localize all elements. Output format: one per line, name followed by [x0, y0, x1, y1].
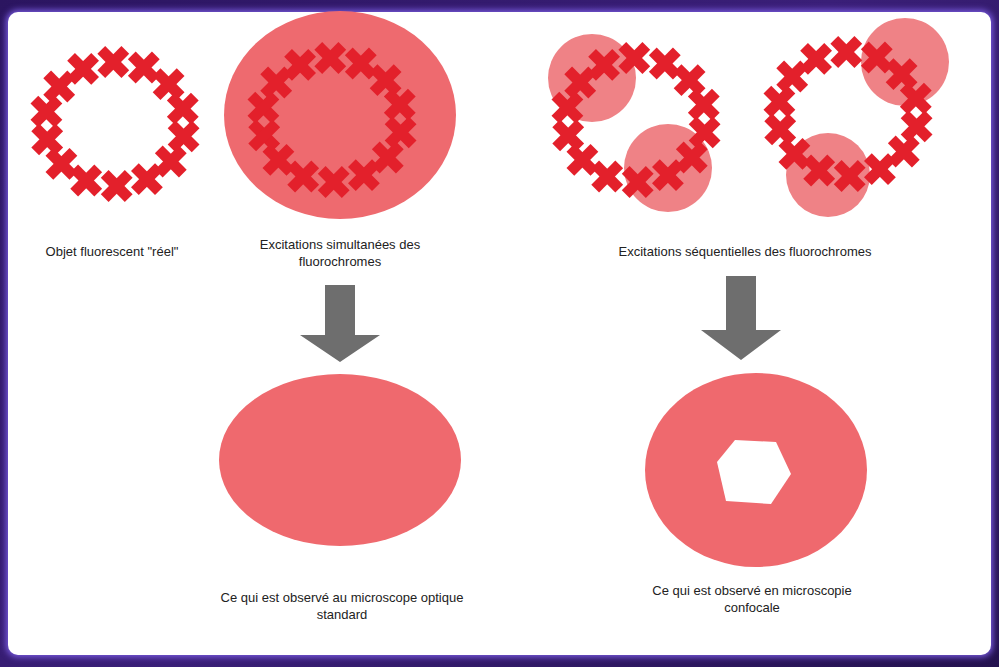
- resolved-hole: [717, 440, 791, 504]
- cross-mark: [97, 46, 129, 78]
- caption-label: Excitations simultanées des fluorochrome…: [230, 236, 450, 270]
- down-arrow: [701, 276, 781, 360]
- cross-mark: [370, 64, 402, 96]
- cross-mark: [649, 48, 681, 80]
- cross-mark: [622, 166, 654, 198]
- cross-mark: [830, 36, 862, 68]
- blurred-image: [219, 374, 461, 546]
- cross-mark: [167, 93, 199, 125]
- cross-mark: [284, 49, 316, 81]
- caption-label: Excitations séquentielles des fluorochro…: [575, 243, 915, 260]
- cross-mark: [778, 138, 810, 170]
- cross-mark: [128, 52, 160, 84]
- cross-mark: [900, 83, 932, 115]
- cross-mark: [618, 42, 650, 74]
- cross-mark: [131, 163, 163, 195]
- cross-mark: [551, 92, 583, 124]
- cross-mark: [287, 161, 319, 193]
- cross-mark: [688, 89, 720, 121]
- caption-label: Ce qui est observé au microscope optique…: [207, 589, 477, 623]
- cross-mark: [864, 153, 896, 185]
- cross-mark: [168, 120, 200, 152]
- cross-mark: [591, 161, 623, 193]
- caption-label: Ce qui est observé en microscopie confoc…: [627, 582, 877, 616]
- cross-mark: [247, 92, 279, 124]
- cross-mark: [30, 96, 62, 128]
- cross-mark: [101, 170, 133, 202]
- excitation-halo: [224, 11, 456, 219]
- cross-mark: [31, 123, 63, 155]
- cross-mark: [262, 144, 294, 176]
- cross-mark: [764, 113, 796, 145]
- cross-mark: [314, 42, 346, 74]
- caption-label: Objet fluorescent "réel": [12, 243, 212, 260]
- cross-mark: [674, 64, 706, 96]
- cross-mark: [800, 43, 832, 75]
- cross-mark: [763, 86, 795, 118]
- cross-mark: [652, 159, 684, 191]
- cross-mark: [588, 49, 620, 81]
- cross-mark: [552, 119, 584, 151]
- cross-mark: [834, 160, 866, 192]
- fluorochrome-crosses: [30, 36, 932, 202]
- cross-mark: [901, 110, 933, 142]
- cross-mark: [248, 119, 280, 151]
- cross-mark: [348, 159, 380, 191]
- cross-mark: [67, 53, 99, 85]
- confocal-image: [645, 373, 867, 567]
- cross-mark: [803, 155, 835, 187]
- cross-mark: [566, 144, 598, 176]
- cross-mark: [345, 48, 377, 80]
- down-arrow: [300, 285, 380, 362]
- cross-mark: [689, 116, 721, 148]
- cross-mark: [861, 42, 893, 74]
- cross-mark: [385, 116, 417, 148]
- cross-mark: [153, 68, 185, 100]
- white-panel: [8, 12, 991, 655]
- cross-mark: [45, 148, 77, 180]
- cross-mark: [384, 89, 416, 121]
- cross-mark: [886, 58, 918, 90]
- cross-mark: [318, 166, 350, 198]
- cross-mark: [70, 165, 102, 197]
